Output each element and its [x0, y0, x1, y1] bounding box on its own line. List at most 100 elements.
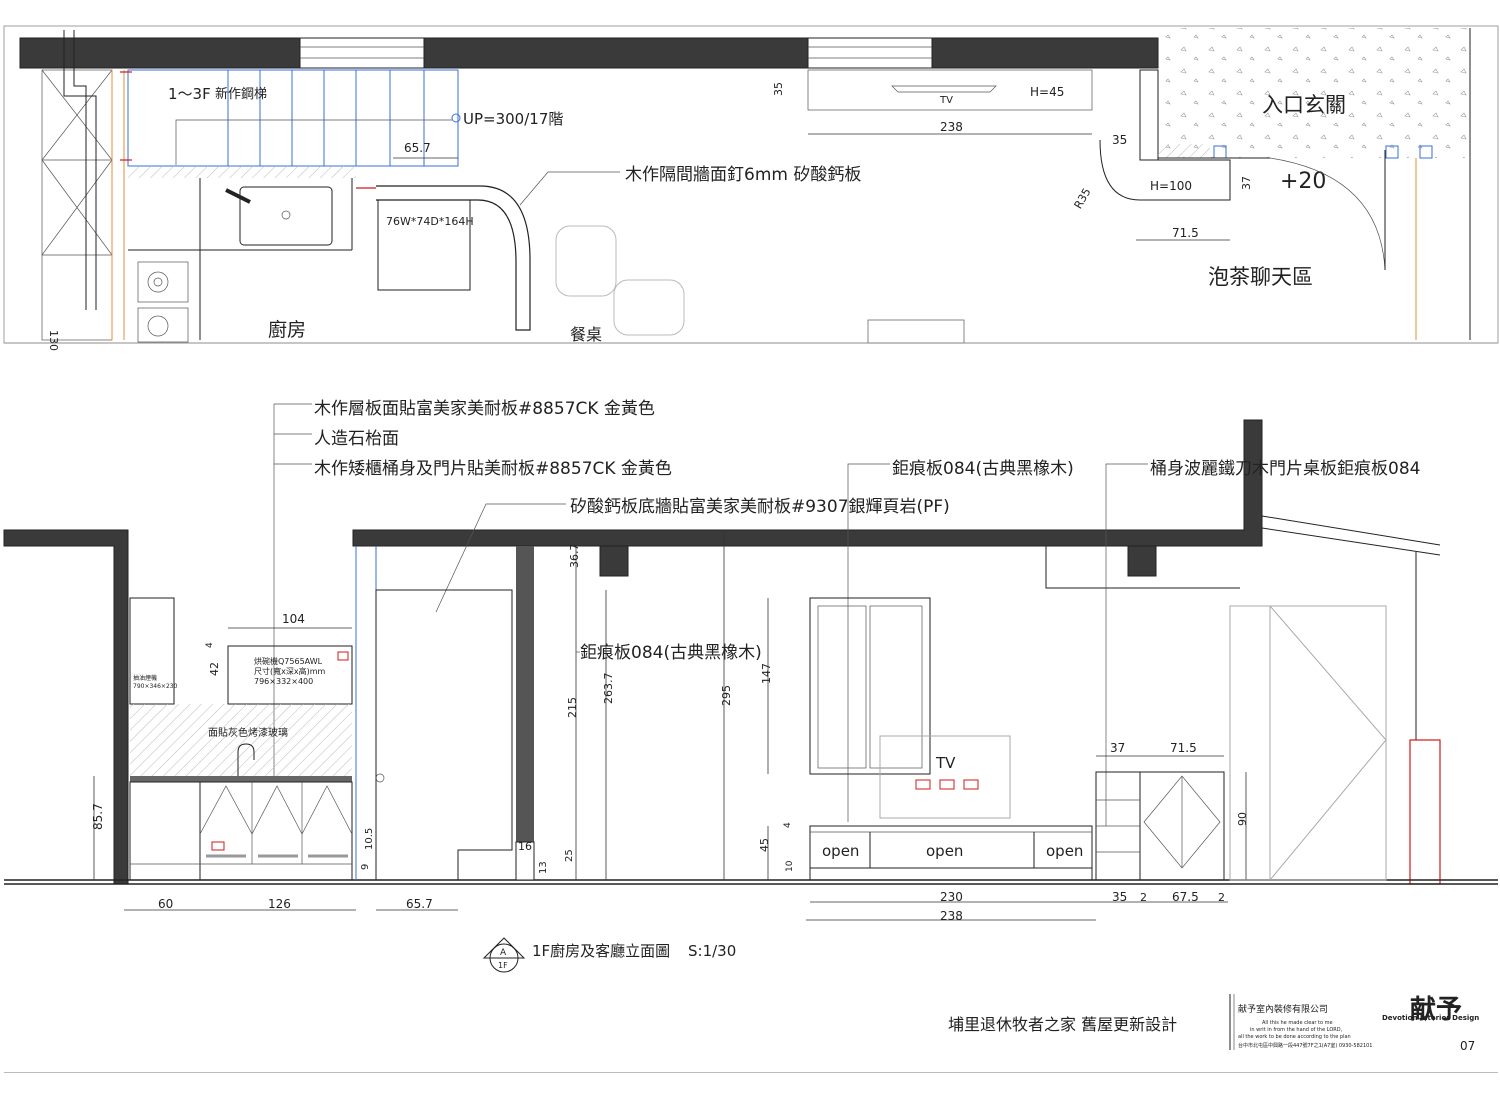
up-label: UP=300/17階: [463, 110, 563, 128]
lower-cabinet-left: [129, 781, 201, 881]
title-block: 埔里退休牧者之家 舊屋更新設計 献予室內裝修有限公司 All this he m…: [948, 994, 1479, 1053]
dim-71-5: 71.5: [1170, 741, 1197, 755]
dim-10: 10: [785, 860, 795, 872]
plan-left-cabinet: [41, 69, 113, 341]
drawing-title: A 1F 1F廚房及客廳立面圖 S:1/30: [482, 937, 736, 973]
stair-label-2: 新作鋼梯: [215, 86, 267, 102]
elev-ceiling: [352, 419, 1263, 547]
elevation: 木作層板面貼富美家美耐板#8857CK 金黃色 人造石枱面 木作矮櫃桶身及門片貼…: [3, 399, 1498, 923]
tv-screen: [879, 735, 1011, 819]
tea-area-label: 泡茶聊天區: [1208, 265, 1313, 289]
hood-size: 790×346×230: [133, 683, 178, 690]
dish-dryer-dims: 796×332×400: [254, 677, 313, 686]
red-column: [1409, 739, 1441, 885]
dim-25: 25: [564, 849, 575, 862]
dining-label: 餐桌: [570, 325, 602, 344]
elev-door: [1229, 605, 1387, 881]
tea-table: [1099, 139, 1231, 201]
dim-85-7: 85.7: [91, 803, 105, 830]
partition-note: 木作隔間牆面釘6mm 矽酸鈣板: [625, 165, 861, 185]
dim-65-7-elev: 65.7: [406, 897, 433, 911]
drawing-scale: S:1/30: [688, 942, 736, 960]
hood-label: 抽油煙機: [133, 674, 157, 682]
dim-263-7: 263.7: [602, 673, 615, 705]
note-5: 鉅痕板084(古典黑橡木): [892, 459, 1074, 479]
entry-label: 入口玄關: [1262, 93, 1346, 117]
plan-dim-35: 35: [1112, 133, 1127, 147]
elev-left-wall: [3, 529, 129, 885]
dish-dryer-label: 烘碗機Q7565AWL: [254, 656, 323, 666]
lower-cabinet-main: [199, 781, 353, 881]
backsplash: [130, 704, 352, 776]
note-7: 鉅痕板084(古典黑橡木): [580, 643, 762, 663]
dim-37: 37: [1110, 741, 1125, 755]
plan-window-2: [807, 37, 933, 69]
elev-tv-label: TV: [935, 754, 956, 772]
stair-label: 1～3F: [168, 85, 211, 103]
fridge-elevation: [375, 589, 513, 881]
dim-36-7: 36.7: [568, 544, 581, 569]
dim-16: 16: [518, 840, 532, 853]
plan-r35: R35: [1072, 186, 1094, 211]
black-column: [516, 546, 534, 842]
plan-top-wall: [19, 37, 1159, 69]
drawing-title-text: 1F廚房及客廳立面圖: [532, 942, 670, 960]
plan-dim-35-top: 35: [772, 82, 785, 96]
stone-counter: [130, 776, 352, 782]
tv-cabinet-plan: [807, 69, 1093, 111]
elev-window: [809, 597, 931, 775]
note-2: 人造石枱面: [314, 429, 399, 449]
fridge-size: 76W*74D*164H: [386, 215, 474, 228]
fridge: [377, 199, 471, 291]
sheet-number: 07: [1460, 1039, 1475, 1053]
stove-burner-2: [137, 307, 189, 343]
dim-65-7: 65.7: [404, 141, 431, 155]
plan-dim-238: 238: [940, 120, 963, 134]
stove-burner-1: [137, 261, 189, 303]
marker-bottom: 1F: [498, 961, 508, 970]
floor-plan: 1～3F 新作鋼梯 UP=300/17階 65.7 130 廚房 76W*74D…: [3, 25, 1499, 351]
dim-130: 130: [47, 330, 60, 351]
dim-13: 13: [538, 861, 549, 874]
motto-3: all the work to be done according to the…: [1238, 1034, 1351, 1040]
dim-90: 90: [1236, 812, 1249, 826]
open-label-1: open: [822, 842, 859, 860]
dim-2-right: 2: [1218, 891, 1225, 904]
plus20-label: +20: [1280, 169, 1326, 194]
kitchen-label: 廚房: [268, 318, 306, 341]
dim-45: 45: [758, 838, 771, 852]
dim-4-top: 4: [205, 642, 215, 648]
dim-215: 215: [566, 697, 579, 718]
dim-42: 42: [208, 662, 221, 676]
dim-104: 104: [282, 612, 305, 626]
entry-floor: [1160, 28, 1470, 158]
note-6: 桶身波麗鐵刀木門片桌板鉅痕板084: [1150, 459, 1420, 479]
note-4: 矽酸鈣板底牆貼富美家美耐板#9307銀輝頁岩(PF): [570, 497, 950, 517]
brand-name: Devotion Interior Design: [1382, 1014, 1479, 1022]
dim-230: 230: [940, 890, 963, 904]
plan-window-1: [299, 37, 425, 69]
entry-wall: [1139, 69, 1159, 161]
company-name: 献予室內裝修有限公司: [1238, 1003, 1328, 1015]
dish-dryer-size-label: 尺寸(寬x深x高)mm: [254, 666, 326, 676]
dim-67-5: 67.5: [1172, 890, 1199, 904]
marker-top: A: [500, 948, 507, 958]
motto-1: All this he made clear to me: [1262, 1020, 1333, 1026]
company-address: 台中市北屯區中興路一段447號7F之1(A7室) 0930-582101: [1238, 1042, 1373, 1049]
dim-60: 60: [158, 897, 173, 911]
dim-238-elev: 238: [940, 909, 963, 923]
dim-10-5: 10.5: [364, 828, 375, 850]
curved-partition: [376, 185, 531, 331]
dim-2-left: 2: [1140, 891, 1147, 904]
dim-147: 147: [760, 663, 773, 684]
brand-logo: 献予: [1410, 995, 1462, 1025]
note-1: 木作層板面貼富美家美耐板#8857CK 金黃色: [314, 399, 655, 419]
open-label-2: open: [926, 842, 963, 860]
plan-dim-37: 37: [1240, 176, 1253, 190]
note-3: 木作矮櫃桶身及門片貼美耐板#8857CK 金黃色: [314, 459, 672, 479]
counter-top: [128, 166, 356, 178]
plan-h45: H=45: [1030, 85, 1064, 99]
plan-tv-label: TV: [939, 95, 953, 106]
